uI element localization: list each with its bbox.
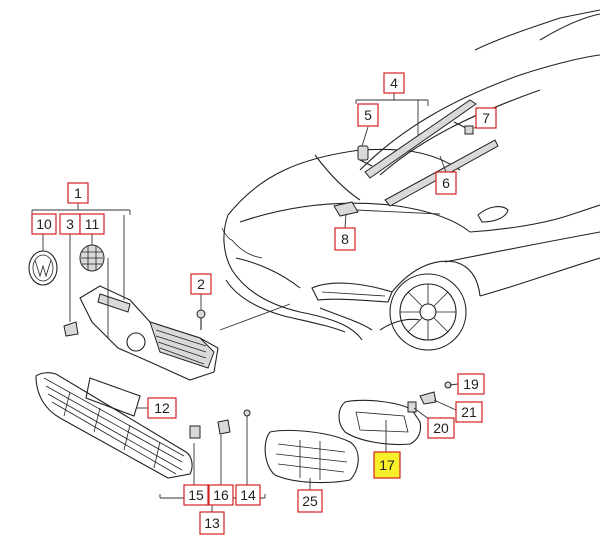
svg-text:12: 12 <box>154 400 170 416</box>
callout-1[interactable]: 1 <box>67 182 89 204</box>
callout-12[interactable]: 12 <box>147 397 177 419</box>
svg-text:2: 2 <box>197 276 205 292</box>
callout-10[interactable]: 10 <box>31 213 57 235</box>
svg-text:11: 11 <box>85 216 100 232</box>
svg-text:6: 6 <box>442 175 450 191</box>
callout-7[interactable]: 7 <box>475 107 497 129</box>
roof-clip-part <box>357 145 373 167</box>
screw-part-2 <box>196 309 206 330</box>
callout-25[interactable]: 25 <box>297 489 323 513</box>
upper-grille-part <box>79 285 219 381</box>
svg-text:8: 8 <box>341 231 349 247</box>
svg-text:20: 20 <box>433 420 449 436</box>
callout-11[interactable]: 11 <box>79 213 105 235</box>
callout-21[interactable]: 21 <box>455 401 483 423</box>
callout-13[interactable]: 13 <box>199 511 225 535</box>
car-illustration <box>221 9 600 351</box>
svg-text:19: 19 <box>463 376 479 392</box>
svg-text:7: 7 <box>482 110 490 126</box>
svg-text:3: 3 <box>66 216 74 232</box>
clip-part-3 <box>63 321 79 337</box>
small-parts-19-20-21 <box>407 381 452 413</box>
svg-text:15: 15 <box>188 487 204 503</box>
callout-17[interactable]: 17 <box>373 451 401 479</box>
callout-6[interactable]: 6 <box>435 171 457 195</box>
callout-3[interactable]: 3 <box>59 213 81 235</box>
callout-8[interactable]: 8 <box>334 227 356 251</box>
callout-14[interactable]: 14 <box>235 484 261 506</box>
svg-text:5: 5 <box>364 107 372 123</box>
svg-text:4: 4 <box>390 75 398 91</box>
callout-2[interactable]: 2 <box>190 273 212 295</box>
svg-text:21: 21 <box>461 404 477 420</box>
screw-part-7 <box>453 121 474 135</box>
fog-trim-part-17 <box>338 399 422 445</box>
bracket-part-8 <box>333 201 359 217</box>
callout-16[interactable]: 16 <box>208 484 234 506</box>
callout-20[interactable]: 20 <box>427 417 455 439</box>
lower-grille-part <box>35 372 193 479</box>
fog-grille-part-25 <box>264 429 359 484</box>
svg-text:14: 14 <box>240 487 256 503</box>
svg-text:25: 25 <box>302 493 318 509</box>
svg-text:13: 13 <box>204 515 220 531</box>
small-parts-15-16-14 <box>189 409 251 439</box>
callout-15[interactable]: 15 <box>183 484 209 506</box>
svg-text:1: 1 <box>74 185 82 201</box>
callout-4[interactable]: 4 <box>383 72 405 94</box>
svg-text:10: 10 <box>36 216 52 232</box>
callout-5[interactable]: 5 <box>357 103 379 127</box>
license-plate-part <box>85 377 141 417</box>
emblem-part <box>28 250 58 286</box>
mesh-insert-part <box>79 244 105 272</box>
callout-19[interactable]: 19 <box>457 373 485 395</box>
svg-text:16: 16 <box>213 487 229 503</box>
svg-text:17: 17 <box>379 457 395 473</box>
